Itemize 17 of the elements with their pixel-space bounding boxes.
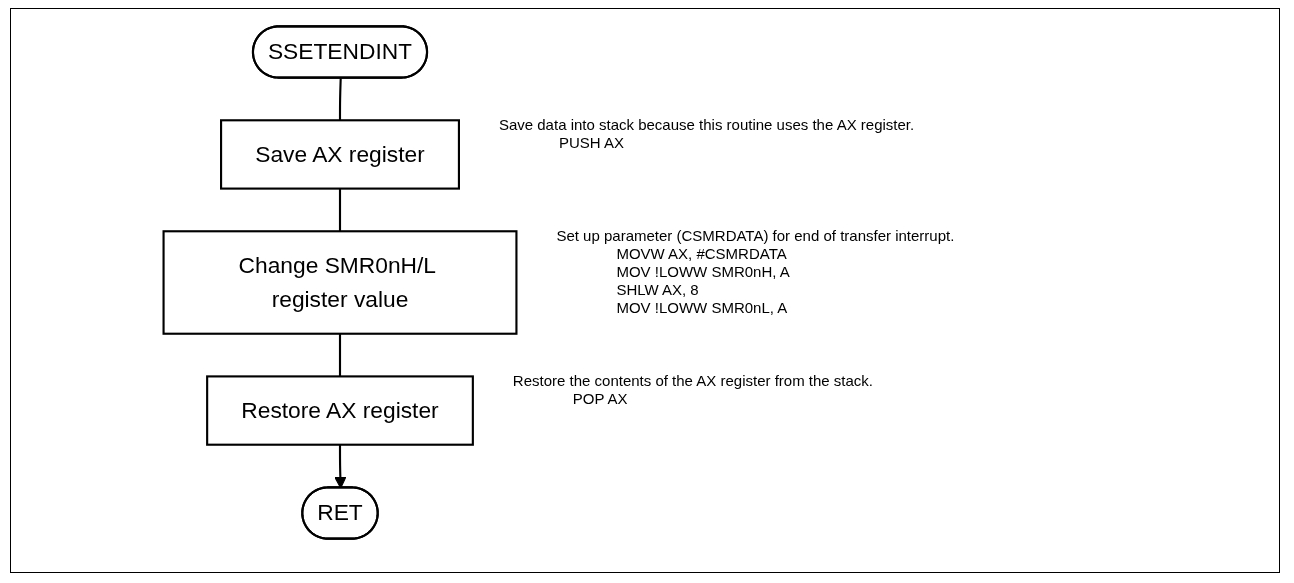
code-line: POP AX bbox=[571, 390, 629, 409]
code-line: MOV !LOWW SMR0nH, A bbox=[615, 263, 791, 282]
description-text: Save data into stack because this routine uses the AX register. bbox=[498, 116, 916, 135]
process-box: Restore AX register bbox=[206, 375, 474, 446]
process-box: Change SMR0nH/L register value bbox=[162, 230, 518, 335]
code-line: MOV !LOWW SMR0nL, A bbox=[615, 299, 789, 318]
code-line: PUSH AX bbox=[557, 134, 625, 153]
code-line: MOVW AX, #CSMRDATA bbox=[615, 245, 788, 264]
connector-line bbox=[338, 333, 342, 377]
connector-line bbox=[338, 188, 342, 232]
process-box: Save AX register bbox=[220, 119, 460, 190]
description-text: Set up parameter (CSMRDATA) for end of transfer interrupt. bbox=[556, 227, 956, 246]
code-line: SHLW AX, 8 bbox=[615, 281, 700, 300]
connector-line bbox=[338, 78, 342, 121]
terminal-shape: SSETENDINT bbox=[251, 25, 429, 79]
description-text: Restore the contents of the AX register from the stack. bbox=[512, 372, 875, 391]
terminal-shape: RET bbox=[301, 486, 379, 540]
